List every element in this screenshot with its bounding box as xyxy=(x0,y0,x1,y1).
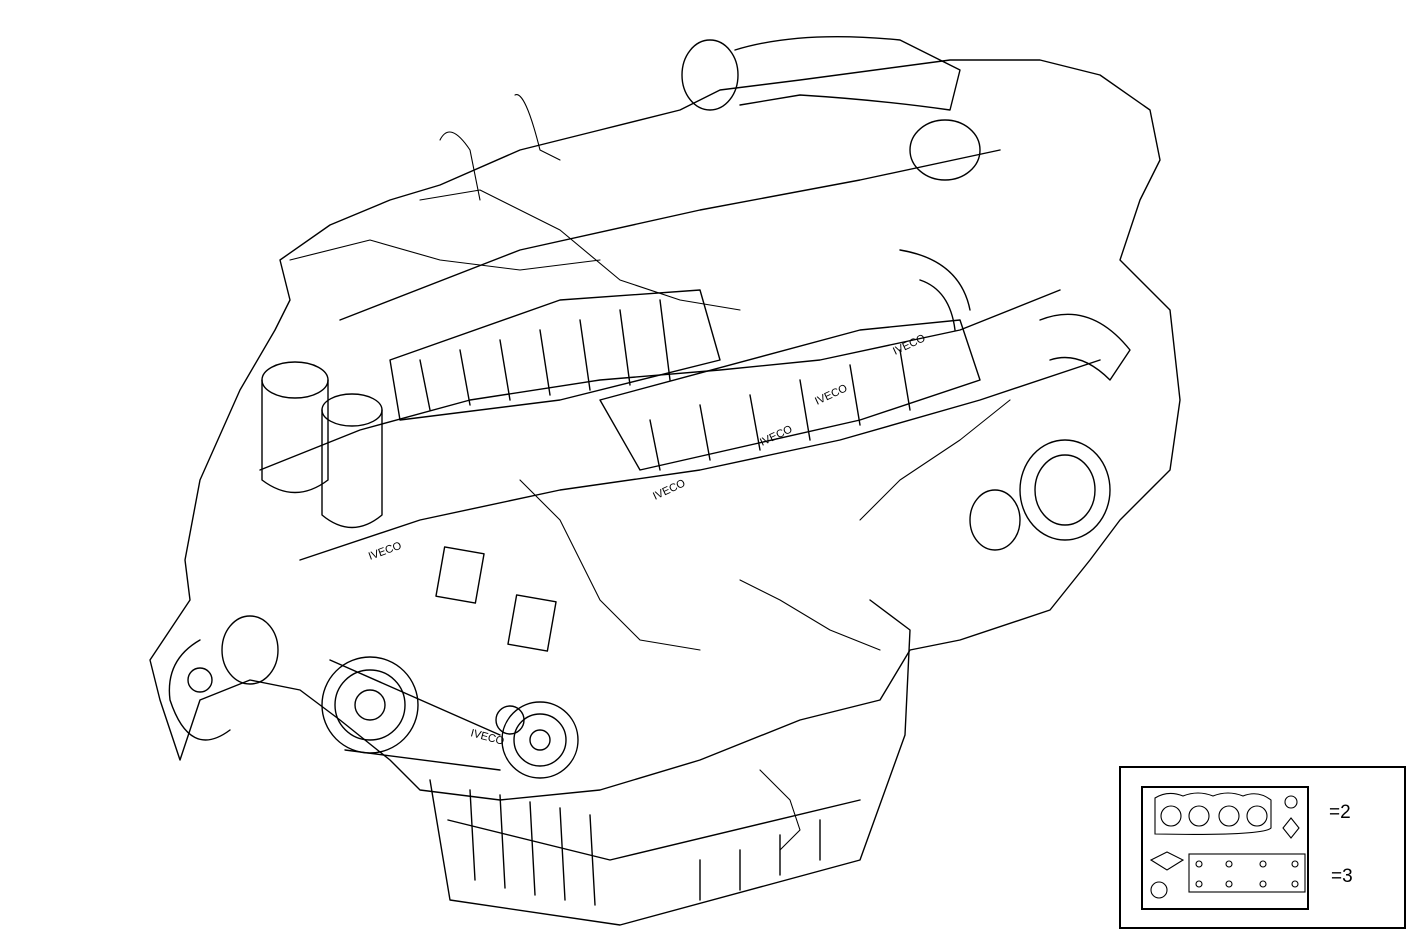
gasket-kit-legend: =2 =3 xyxy=(1119,766,1406,929)
head-gasket-icon xyxy=(1154,792,1272,835)
quantity-label: =3 xyxy=(1331,866,1353,887)
fuel-lines xyxy=(289,94,1011,851)
pulleys xyxy=(168,615,579,779)
flange-gasket-icon xyxy=(1282,817,1300,839)
o-ring-icon xyxy=(1284,795,1298,809)
washer-seal-icon xyxy=(1150,881,1168,899)
ecu-modules xyxy=(435,546,557,652)
svg-text:IVECO: IVECO xyxy=(651,477,687,503)
engine-block xyxy=(149,59,1181,801)
oil-filters xyxy=(261,361,383,529)
valve-cover xyxy=(389,289,981,471)
turbocharger xyxy=(681,35,1131,551)
svg-text:IVECO: IVECO xyxy=(813,382,849,408)
gasket-illustrations xyxy=(1141,786,1309,910)
svg-text:IVECO: IVECO xyxy=(367,540,404,563)
svg-text:IVECO: IVECO xyxy=(758,423,794,449)
quantity-label: =2 xyxy=(1329,802,1351,823)
oil-pan xyxy=(429,599,911,926)
manifold-gasket-icon xyxy=(1188,853,1306,893)
svg-text:IVECO: IVECO xyxy=(891,332,927,358)
exhaust-flange-icon xyxy=(1149,851,1185,871)
brand-stamps: IVECO IVECO IVECO IVECO IVECO IVECO xyxy=(367,332,928,748)
